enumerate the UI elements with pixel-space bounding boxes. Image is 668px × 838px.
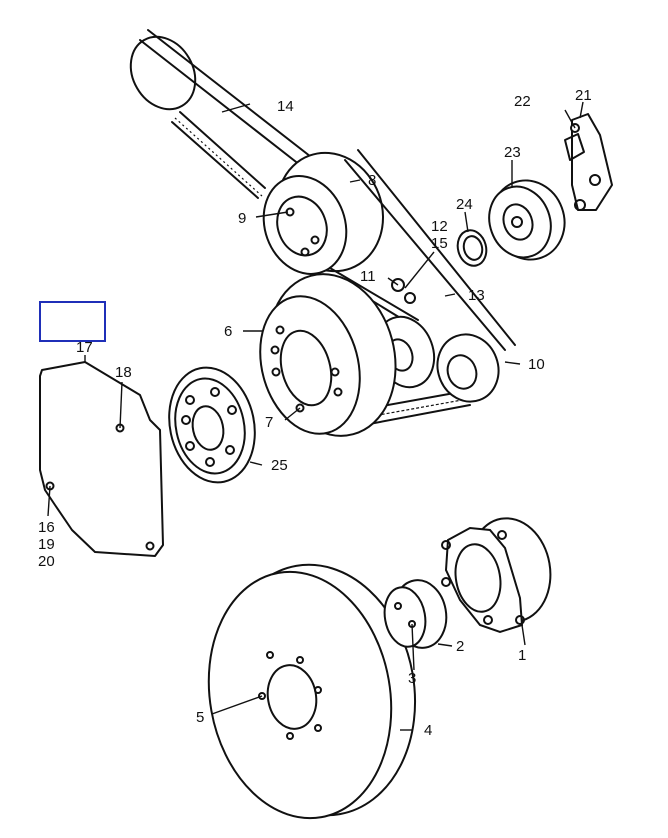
callout-labels: 14 8 9 12 15 11 13 10 6 7 25 17 18 16 19…	[38, 87, 592, 739]
callout-13[interactable]: 13	[468, 287, 485, 304]
tensioner-pulley-10[interactable]	[428, 326, 508, 410]
callout-24[interactable]: 24	[456, 196, 473, 213]
pulley-9[interactable]	[250, 138, 399, 286]
callout-5[interactable]: 5	[196, 709, 204, 726]
callout-11[interactable]: 11	[360, 268, 376, 285]
callout-3[interactable]: 3	[408, 670, 416, 687]
bearing-housing-1[interactable]	[441, 512, 558, 634]
callout-6[interactable]: 6	[224, 323, 232, 340]
damper-25[interactable]	[159, 360, 265, 491]
bracket-21[interactable]	[564, 113, 613, 211]
callout-1[interactable]: 1	[518, 647, 526, 664]
callout-10[interactable]: 10	[528, 356, 545, 373]
callout-23[interactable]: 23	[504, 144, 521, 161]
callout-12[interactable]: 12	[431, 218, 448, 235]
callout-4[interactable]: 4	[424, 722, 432, 739]
callout-22[interactable]: 22	[514, 93, 531, 110]
callout-20[interactable]: 20	[38, 553, 55, 570]
leader-lines	[47, 101, 584, 731]
crank-pulley-6[interactable]	[246, 260, 414, 451]
callout-17[interactable]: 17	[76, 339, 93, 356]
highlight-box	[39, 301, 106, 342]
callout-7[interactable]: 7	[265, 414, 273, 431]
callout-14[interactable]: 14	[277, 98, 294, 115]
callout-15[interactable]: 15	[431, 235, 448, 252]
callout-18[interactable]: 18	[115, 364, 132, 381]
callout-16[interactable]: 16	[38, 519, 55, 536]
cover-plate-17[interactable]	[39, 361, 164, 557]
idler-pulley-23[interactable]	[479, 170, 575, 270]
callout-2[interactable]: 2	[456, 638, 464, 655]
callout-8[interactable]: 8	[368, 172, 376, 189]
belt-14[interactable]	[118, 25, 316, 199]
callout-9[interactable]: 9	[238, 210, 246, 227]
hub-2[interactable]	[380, 576, 451, 652]
callout-19[interactable]: 19	[38, 536, 55, 553]
callout-21[interactable]: 21	[575, 87, 592, 104]
callout-25[interactable]: 25	[271, 457, 288, 474]
drum-4[interactable]	[190, 549, 435, 833]
washer-24[interactable]	[454, 227, 490, 269]
